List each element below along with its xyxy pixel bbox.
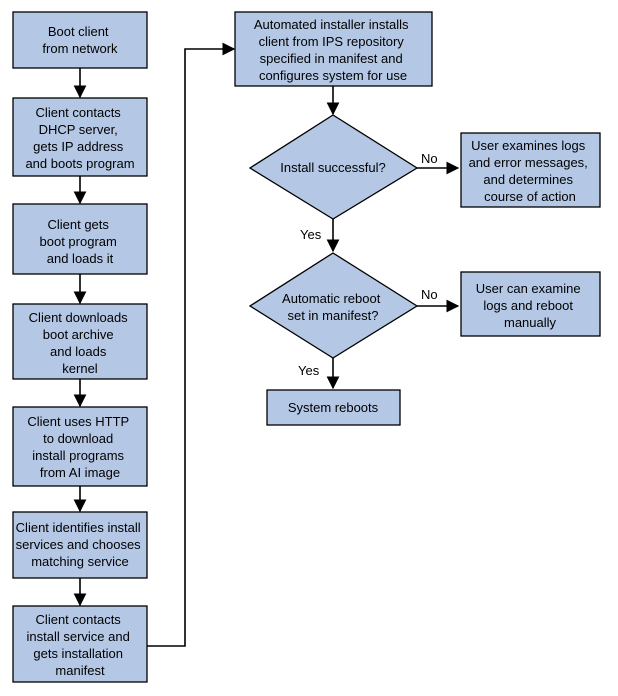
yes-label-2: Yes (298, 363, 320, 378)
identify-services-text: Client identifies install services and c… (16, 520, 145, 569)
boot-client-text: Boot client from network (42, 24, 118, 56)
auto-reboot-text: Automatic reboot set in manifest? (282, 291, 384, 323)
boot-archive-box (12, 303, 148, 380)
contact-install-service-text: Client contacts install service and gets… (27, 612, 134, 678)
identify-services-box (12, 511, 148, 579)
http-download-text: Client uses HTTP to download install pro… (27, 414, 132, 480)
yes-label-1: Yes (300, 227, 322, 242)
http-download-box (12, 406, 148, 487)
examine-reboot-manually-text: User can examine logs and reboot manuall… (476, 281, 584, 330)
right-flow: Automated installer installs client from… (234, 11, 601, 426)
contact-install-service-box (12, 605, 148, 683)
install-successful-text: Install successful? (280, 160, 386, 175)
boot-archive-text: Client downloads boot archive and loads … (29, 310, 132, 376)
boot-program-text: Client gets boot program and loads it (40, 217, 121, 266)
auto-reboot-decision (248, 252, 419, 359)
install-successful-decision (248, 114, 419, 220)
examine-logs-text: User examines logs and error messages, a… (469, 138, 592, 204)
no-label-1: No (421, 151, 438, 166)
system-reboots-text: System reboots (288, 400, 379, 415)
boot-client-box (12, 11, 148, 69)
arrow-contact-to-installer (147, 42, 236, 647)
installer-box (234, 11, 433, 87)
dhcp-text: Client contacts DHCP server, gets IP add… (25, 105, 134, 171)
dhcp-box (12, 97, 148, 177)
examine-logs-box (460, 132, 601, 208)
connectors (73, 42, 460, 647)
system-reboots-box (266, 389, 401, 426)
boot-program-box (12, 203, 148, 275)
left-column: Boot client from network Client contacts… (12, 11, 148, 683)
installer-text: Automated installer installs client from… (254, 17, 412, 83)
examine-reboot-manually-box (460, 271, 601, 337)
no-label-2: No (421, 287, 438, 302)
